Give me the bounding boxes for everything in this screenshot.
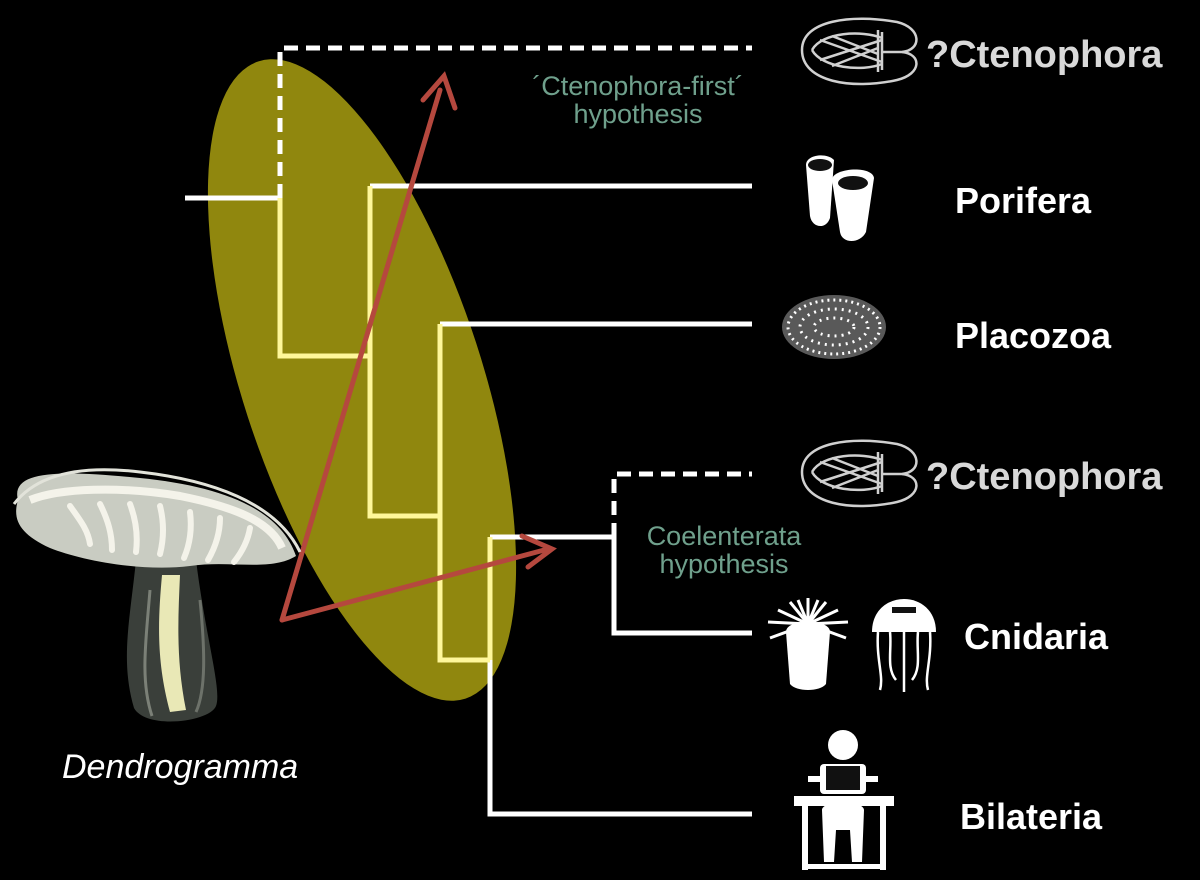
human-at-desk-icon (794, 730, 894, 870)
cnidaria-branch (611, 537, 752, 636)
placozoan-icon (782, 295, 886, 359)
highlight-node-1 (277, 198, 370, 359)
ctenophore-icon-2 (800, 439, 918, 508)
ctenophore-icon (800, 17, 918, 86)
hypothesis-coelenterata-line1: Coelenterata (646, 521, 802, 551)
jellyfish-icon (872, 599, 936, 692)
ctenophora-first-branch (277, 45, 752, 198)
highlight-node-3 (437, 324, 490, 663)
highlight-ellipse (207, 59, 517, 701)
taxon-label-bilateria: Bilateria (960, 796, 1103, 837)
hypothesis-coelenterata-line2: hypothesis (659, 549, 789, 579)
hypothesis-arrows (279, 71, 557, 623)
sea-anemone-icon (767, 598, 849, 690)
taxon-label-porifera: Porifera (955, 180, 1092, 221)
bilateria-branch (487, 657, 752, 817)
taxon-label-ctenophora-top: ?Ctenophora (926, 34, 1163, 76)
arrow-coelenterata-head (519, 533, 557, 570)
coelenterata-ctenophora-branch (611, 471, 752, 537)
arrow-ctenophora-first-head (420, 71, 458, 111)
highlighted-branches (277, 186, 493, 663)
taxon-label-ctenophora-mid: ?Ctenophora (926, 456, 1163, 498)
highlight-node-2 (367, 186, 440, 519)
hypothesis-ctenophora-first-line2: hypothesis (573, 99, 703, 129)
dendrogramma-specimen (12, 468, 302, 722)
arrow-ctenophora-first (279, 87, 443, 623)
arrow-coelenterata (279, 546, 551, 623)
dashed-branches (277, 45, 752, 537)
sponge-icon (806, 155, 874, 241)
hypothesis-label-ctenophora-first: ´Ctenophora-first´ hypothesis (498, 72, 778, 128)
hypothesis-ctenophora-first-line1: ´Ctenophora-first´ (532, 71, 744, 101)
taxon-label-cnidaria: Cnidaria (964, 616, 1109, 657)
hypothesis-label-coelenterata: Coelenterata hypothesis (614, 522, 834, 578)
genus-label-dendrogramma: Dendrogramma (62, 748, 299, 786)
taxon-label-placozoa: Placozoa (955, 315, 1112, 356)
tree-branches (185, 183, 752, 817)
